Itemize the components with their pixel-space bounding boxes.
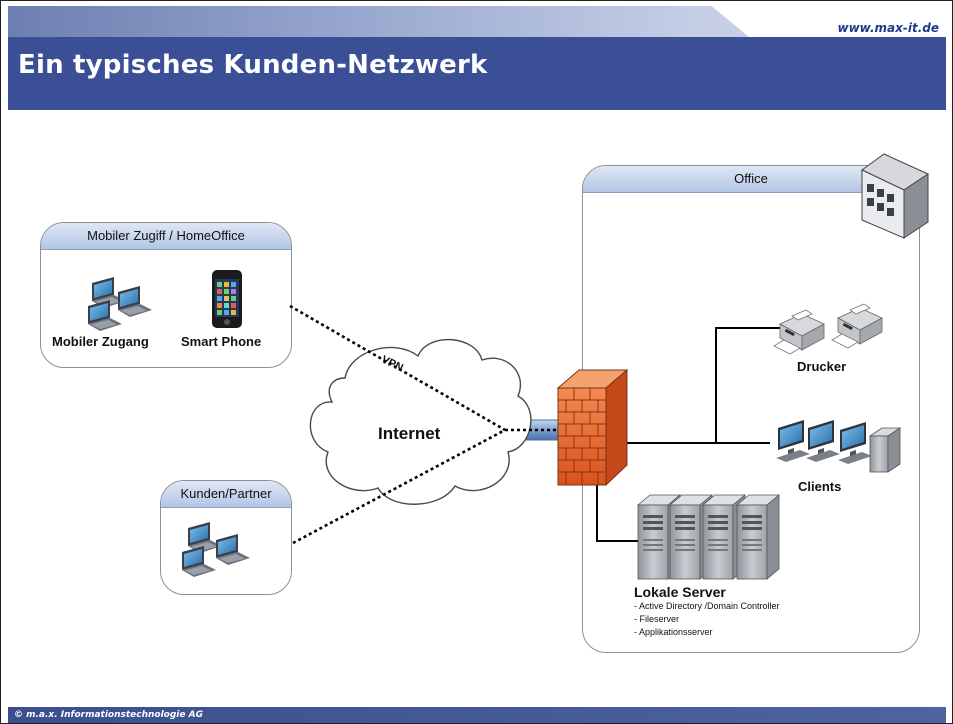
partner-laptops-icon xyxy=(182,522,250,577)
header: www.max-it.de Ein typisches Kunden-Netzw… xyxy=(0,0,953,112)
clients-label: Clients xyxy=(798,479,842,494)
firewall-icon xyxy=(556,368,629,487)
server-label: Lokale Server xyxy=(634,584,726,600)
group-mobile-title: Mobiler Zugiff / HomeOffice xyxy=(41,223,291,250)
smartphone-label: Smart Phone xyxy=(181,334,262,349)
printer-icons xyxy=(773,303,883,355)
building-icon xyxy=(861,153,930,239)
group-partner-title: Kunden/Partner xyxy=(161,481,291,508)
mobile-access-label: Mobiler Zugang xyxy=(52,334,149,349)
page-title: Ein typisches Kunden-Netzwerk xyxy=(18,50,488,80)
header-top-band xyxy=(8,6,750,37)
smartphone-icon xyxy=(212,270,242,328)
internet-cloud-icon xyxy=(309,338,532,505)
printer-label: Drucker xyxy=(797,359,847,374)
server-item: - Active Directory /Domain Controller xyxy=(634,601,780,611)
group-mobile-access: Mobiler Zugiff / HomeOffice xyxy=(40,222,292,368)
vpn-links xyxy=(289,304,568,545)
mobile-laptops-icon xyxy=(88,277,152,331)
server-item: - Applikationsserver xyxy=(634,627,713,637)
client-desktops-icon xyxy=(776,420,902,473)
footer-text: © m.a.x. Informationstechnologie AG xyxy=(14,710,203,720)
footer: © m.a.x. Informationstechnologie AG xyxy=(8,707,946,724)
server-item: - Fileserver xyxy=(634,614,680,624)
office-links xyxy=(596,327,780,542)
site-url[interactable]: www.max-it.de xyxy=(837,21,939,35)
internet-label: Internet xyxy=(378,424,441,443)
header-band xyxy=(8,37,946,110)
server-towers-icon xyxy=(637,494,780,580)
